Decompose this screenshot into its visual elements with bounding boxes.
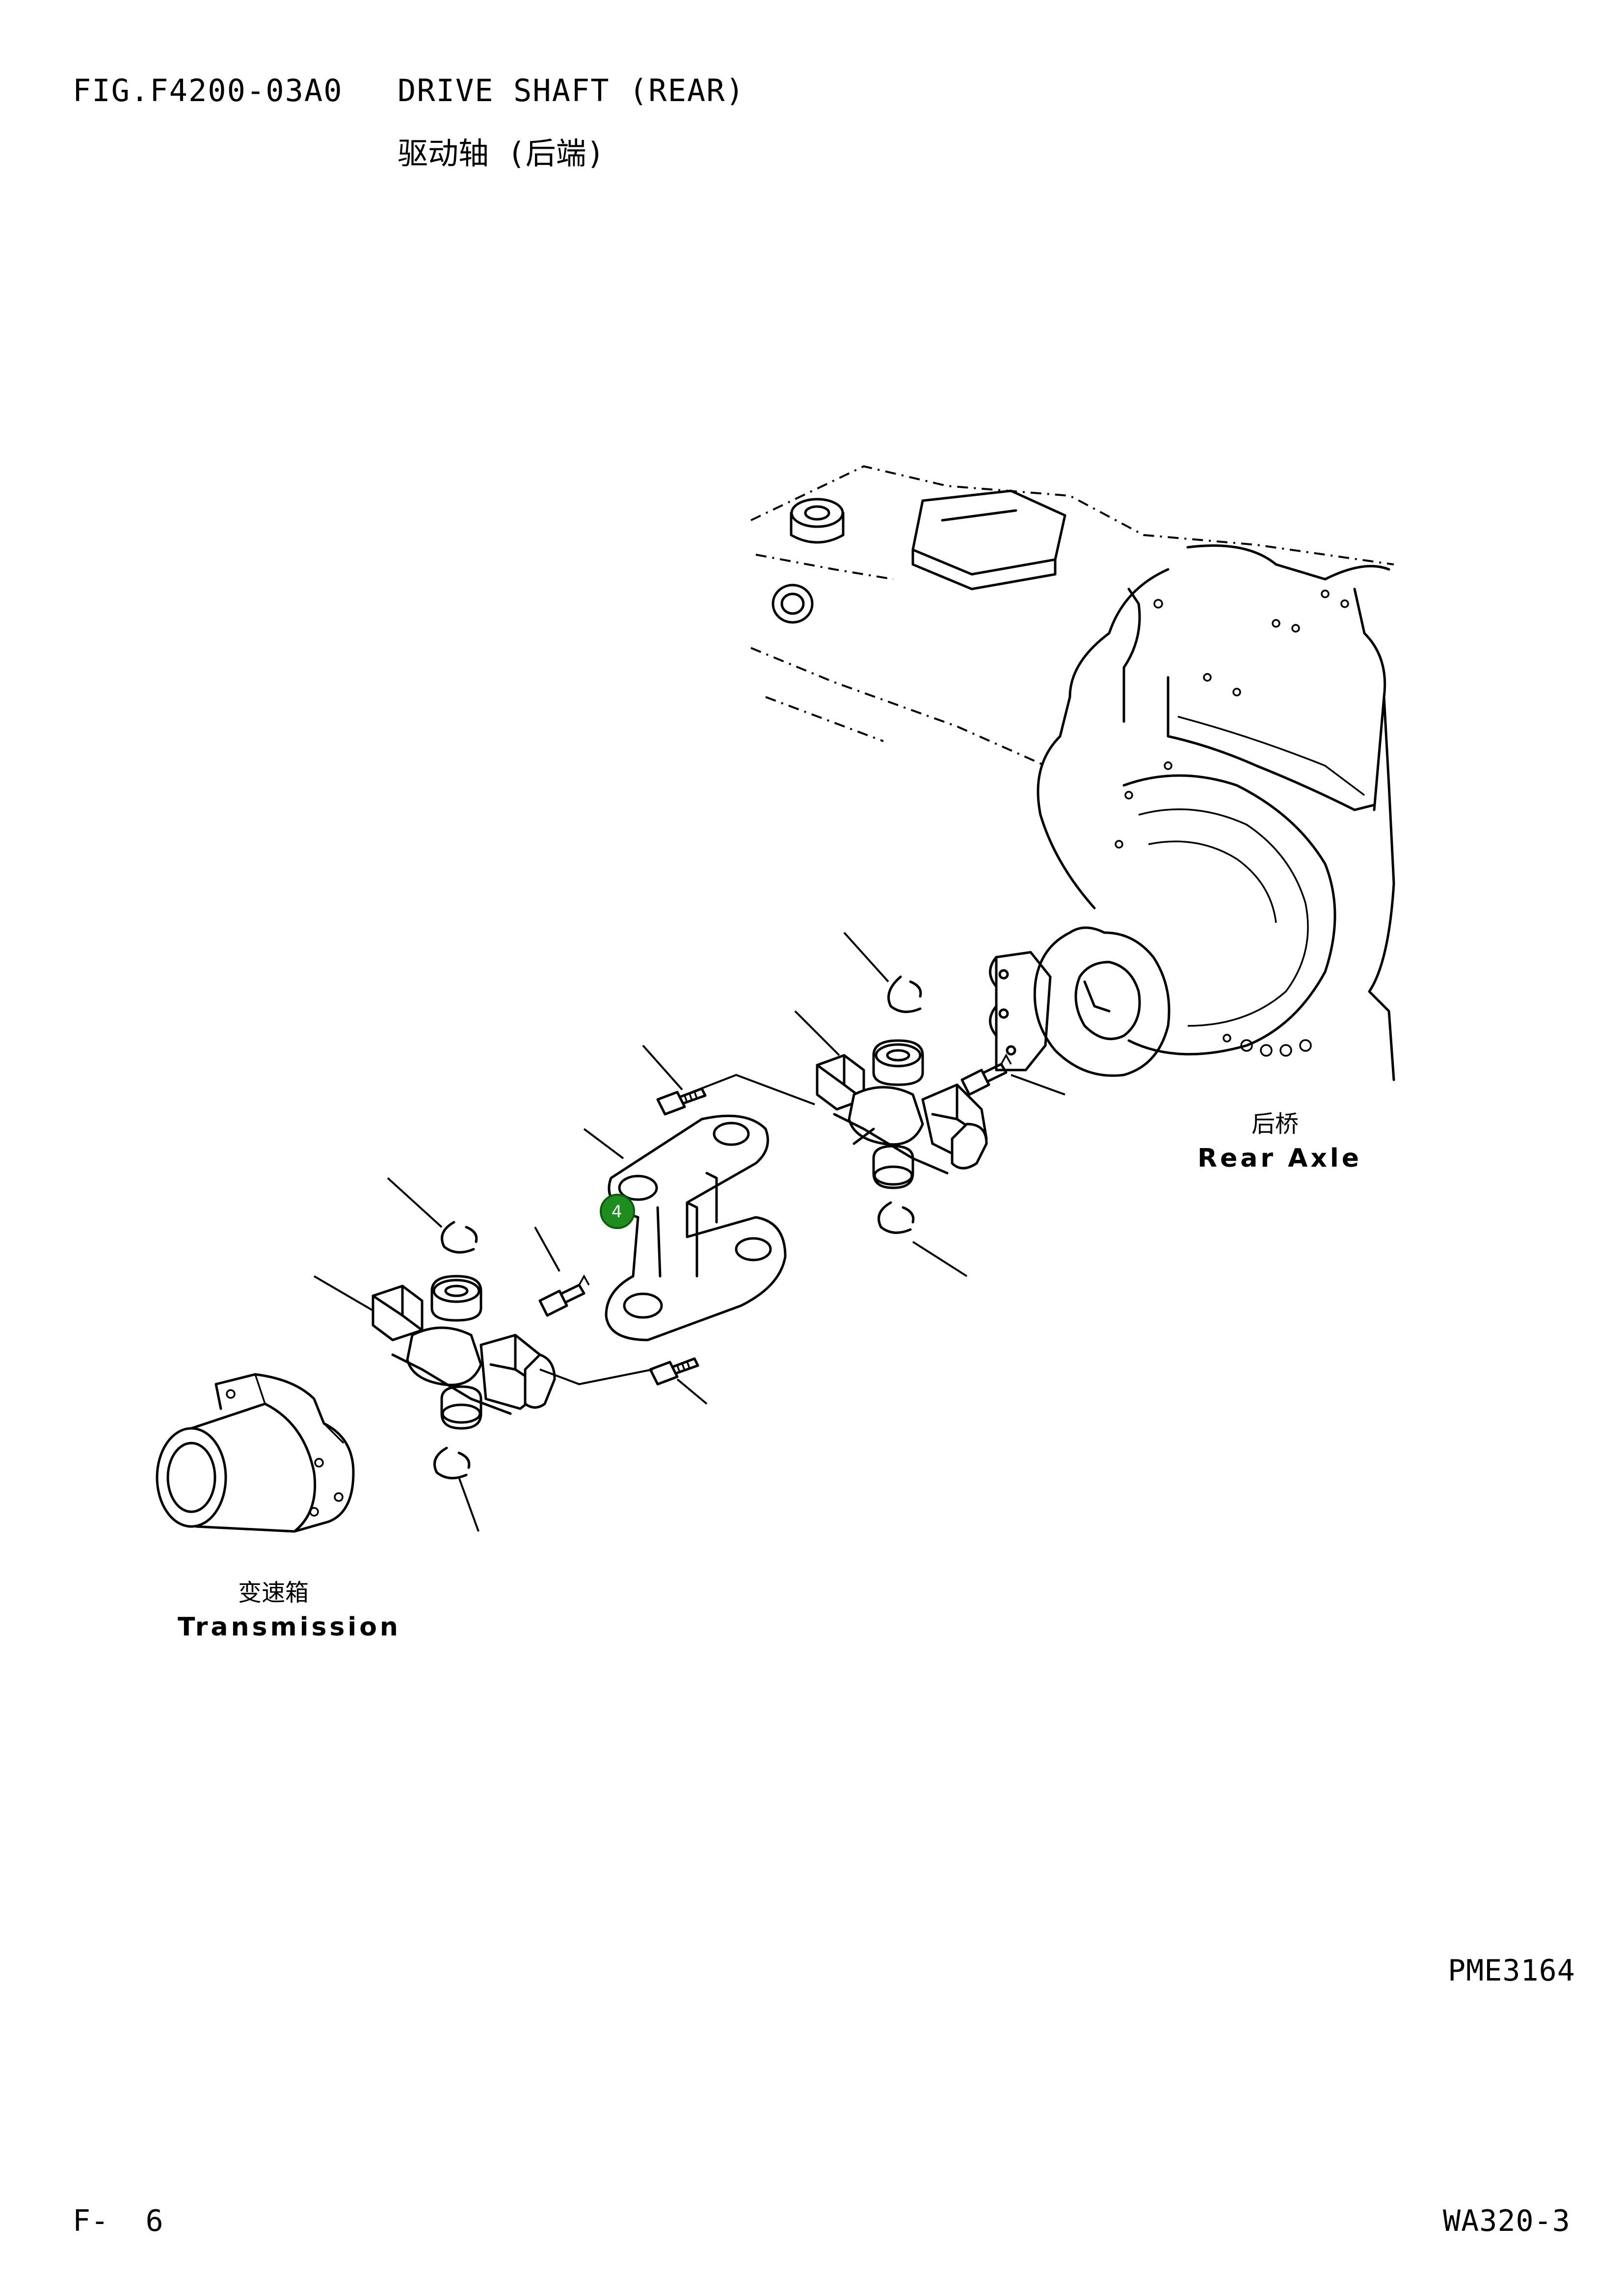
rear-axle-label-chinese: 后桥 (1251, 1110, 1299, 1138)
callout-4-number: 4 (612, 1202, 622, 1222)
page-number: F- 6 (73, 2204, 164, 2238)
lower-universal-joint (372, 1275, 556, 1430)
transmission-label-chinese: 变速箱 (238, 1579, 309, 1607)
upper-universal-joint (816, 1039, 988, 1189)
bolts-and-fittings (538, 1053, 1012, 1386)
snap-rings (433, 975, 922, 1479)
rear-axle-drawing (750, 465, 1395, 1081)
transmission-label: Transmission (178, 1612, 401, 1642)
figure-number: FIG.F4200-03A0 (73, 73, 343, 108)
rear-axle-label: Rear Axle (1198, 1144, 1362, 1173)
drawing-reference-number: PME3164 (1448, 1954, 1575, 1988)
callout-4[interactable]: 4 (600, 1194, 635, 1229)
figure-title-english: DRIVE SHAFT (REAR) (398, 73, 745, 108)
transmission-drawing (156, 1373, 355, 1533)
yoke-flange (605, 1114, 787, 1341)
leader-lines (313, 932, 1065, 1532)
callout-4-marker[interactable] (600, 1194, 635, 1229)
machine-model: WA320-3 (1443, 2204, 1571, 2238)
figure-title-chinese: 驱动轴 (后端) (398, 135, 605, 171)
